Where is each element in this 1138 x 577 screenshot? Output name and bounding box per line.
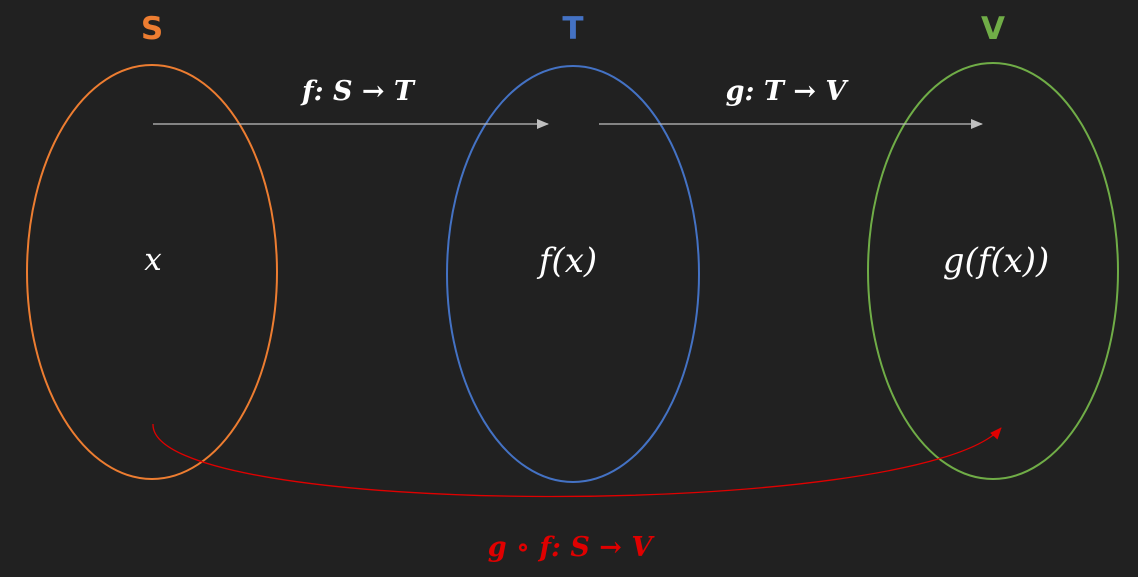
arrow-composition xyxy=(152,423,1002,498)
element-f-of-x: f(x) xyxy=(536,241,597,281)
set-t-title: T xyxy=(562,11,583,47)
set-t-ellipse xyxy=(446,65,700,483)
arrow-f-label: f: S → T xyxy=(300,76,416,107)
element-x: x xyxy=(144,242,162,278)
arrow-composition-label: g ∘ f: S → V xyxy=(488,532,656,563)
arrow-g-label: g: T → V xyxy=(726,76,850,107)
set-s-title: S xyxy=(141,11,163,47)
set-v-ellipse xyxy=(867,62,1119,480)
set-v-title: V xyxy=(981,11,1005,47)
set-s-ellipse xyxy=(26,64,278,480)
element-g-of-f-of-x: g(f(x)) xyxy=(943,241,1050,281)
